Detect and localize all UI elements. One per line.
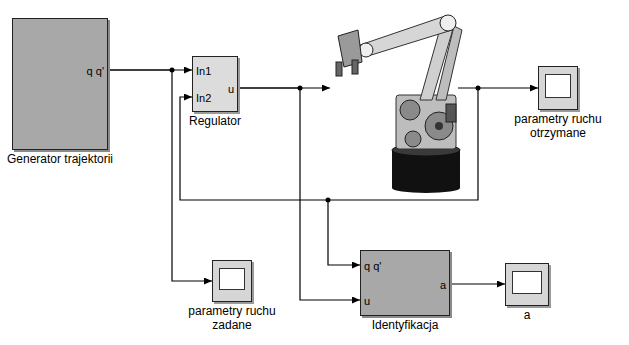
robot-jaw [336, 62, 342, 76]
robot-picture [336, 15, 462, 193]
controller-block: In1In2uRegulator [192, 56, 238, 112]
port-label: u [364, 294, 370, 308]
robot-gear [400, 100, 420, 120]
signal-connector [108, 70, 212, 281]
robot-jaw [352, 60, 358, 74]
robot-motor [446, 104, 456, 122]
identification-block: q q'uaIdentyfikacja [360, 250, 450, 316]
robot-base-bottom [392, 183, 460, 193]
signal-connector [450, 283, 505, 284]
signal-connector [238, 88, 360, 300]
scope-block: parametry ruchu zadane [212, 260, 252, 302]
scope-screen [219, 268, 245, 290]
scope-screen [512, 271, 542, 294]
robot-forearm-bar [436, 26, 462, 100]
block-name: Generator trajektorii [7, 152, 113, 166]
block-name: parametry ruchu zadane [182, 304, 282, 332]
signal-wires [180, 88, 538, 265]
port-label: a [440, 278, 446, 292]
port-label: In1 [196, 64, 211, 78]
block-name: a [524, 308, 531, 322]
port-label: q q' [87, 64, 104, 78]
scope-screen [545, 74, 571, 98]
block-name: Regulator [189, 114, 241, 128]
robot-gear [405, 131, 421, 147]
scope-block: parametry ruchu otrzymane [538, 66, 578, 110]
branch-dot [476, 86, 481, 91]
robot-shoulder [396, 95, 456, 149]
robot-gear-hub [435, 122, 443, 130]
port-label: q q' [364, 259, 381, 273]
output-wire [458, 87, 538, 88]
block-name: Identyfikacja [372, 318, 439, 332]
robot-upper-arm [360, 16, 452, 56]
source-block: q q'Generator trajektorii [12, 18, 108, 150]
block-name: parametry ruchu otrzymane [508, 112, 608, 140]
port-label: u [228, 82, 234, 96]
branch-dot [326, 198, 331, 203]
feedback-wire [328, 200, 360, 265]
robot-joint [440, 15, 456, 31]
scope-block: a [505, 263, 549, 306]
port-label: In2 [196, 91, 211, 105]
